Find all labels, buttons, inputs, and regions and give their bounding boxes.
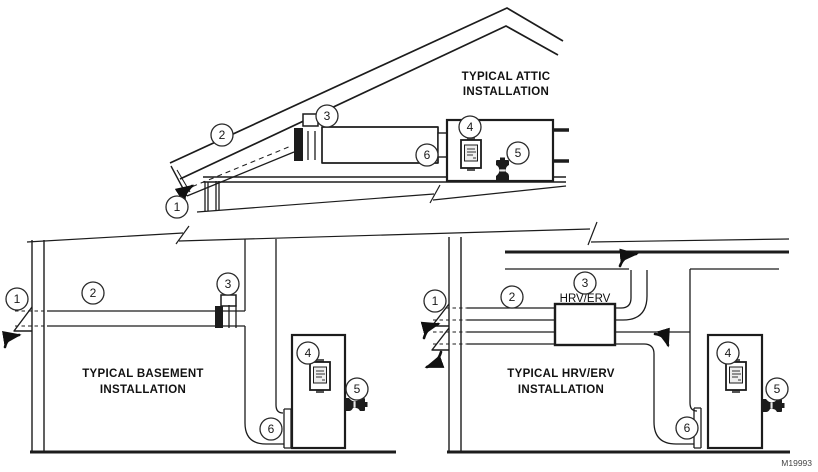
svg-text:6: 6: [424, 148, 431, 162]
hrv-title-line2: INSTALLATION: [518, 384, 604, 396]
attic-air-handler-duct-stubs: [553, 128, 569, 163]
hrv-callout-1: 1: [423, 289, 447, 313]
basement-callout-3: 3: [216, 272, 240, 296]
basement-return-drop-right: [275, 239, 284, 414]
attic-callout-2: 2: [210, 123, 234, 147]
figure-code: M19993: [781, 458, 812, 468]
basement-duct-coupling: [228, 305, 237, 328]
svg-text:3: 3: [324, 109, 331, 123]
hrv-intake-airflow-arrow: [420, 321, 441, 340]
hrv-ceiling-airflow-arrow: [618, 248, 639, 268]
svg-text:5: 5: [515, 146, 522, 160]
svg-text:6: 6: [268, 422, 275, 436]
attic-intake-end-cap: [170, 165, 188, 197]
hrv-exhaust-airflow-arrow: [424, 350, 445, 369]
attic-callout-4: 4: [458, 115, 482, 139]
ceiling-break-seg2: [178, 228, 591, 242]
hrv-callout-6: 6: [675, 416, 699, 440]
svg-text:3: 3: [582, 276, 589, 290]
hrv-updut-inner: [615, 270, 632, 309]
attic-title-line2: INSTALLATION: [463, 86, 549, 98]
ceiling-break-band: [26, 221, 790, 246]
basement-callout-1: 1: [5, 287, 29, 311]
svg-text:3: 3: [225, 277, 232, 291]
attic-damper-blade: [294, 128, 303, 161]
attic-ventilation-controller: [460, 136, 482, 172]
svg-text:4: 4: [725, 346, 732, 360]
basement-return-drop-left-elbow: [244, 326, 284, 445]
attic-floor-break-jog: [429, 184, 441, 204]
basement-airflow-arrow: [1, 330, 22, 349]
attic-floor-break-line-left: [196, 193, 435, 213]
hrv-outdoor-air-valve: [761, 399, 785, 412]
basement-callout-2: 2: [81, 281, 105, 305]
basement-furnace-collar: [283, 408, 292, 449]
attic-eave-studs: [204, 181, 220, 211]
svg-text:2: 2: [219, 128, 226, 142]
basement-fresh-air-duct: [47, 310, 245, 327]
hrv-return-chase: [689, 269, 698, 412]
basement-damper-motor: [220, 294, 237, 307]
hrv-supply-duct-lower-elbow: [615, 343, 694, 445]
svg-text:4: 4: [467, 120, 474, 134]
hrv-callout-3: 3: [573, 271, 597, 295]
attic-floor-break-line-right: [432, 185, 567, 201]
attic-roof-inner-line: [179, 25, 559, 180]
svg-text:2: 2: [90, 286, 97, 300]
attic-duct-collar: [437, 132, 448, 158]
basement-ventilation-controller: [309, 358, 331, 394]
hrv-unit-label: HRV/ERV: [560, 293, 611, 305]
svg-text:6: 6: [684, 421, 691, 435]
attic-callout-5: 5: [506, 141, 530, 165]
svg-text:4: 4: [305, 346, 312, 360]
hrv-callout-5: 5: [765, 377, 789, 401]
attic-callout-1: 1: [165, 195, 189, 219]
basement-exterior-wall: [31, 240, 45, 453]
attic-roof-duct-insulation-dash: [183, 145, 292, 191]
hrv-unit: [553, 302, 617, 347]
hrv-supply-airflow-arrow: [653, 327, 670, 348]
ceiling-break-seg3: [590, 238, 790, 243]
svg-text:2: 2: [509, 290, 516, 304]
attic-roof-duct-lower-edge: [186, 151, 295, 197]
attic-section: TYPICAL ATTIC INSTALLATION 1 2 3 4 5 6: [165, 7, 569, 219]
ceiling-break-seg1: [26, 232, 184, 243]
basement-title-line2: INSTALLATION: [100, 384, 186, 396]
svg-text:1: 1: [174, 200, 181, 214]
basement-wall-penetration-dashes: [15, 310, 47, 327]
attic-callout-6: 6: [415, 143, 439, 167]
hrv-title-line1: TYPICAL HRV/ERV: [507, 368, 614, 380]
svg-text:5: 5: [774, 382, 781, 396]
attic-title-line1: TYPICAL ATTIC: [462, 71, 551, 83]
basement-damper-blade: [215, 306, 223, 328]
hrv-outdoor-ducts: [467, 307, 555, 345]
ceiling-break-jog2: [587, 221, 598, 246]
hrv-callout-2: 2: [500, 285, 524, 309]
basement-callout-5: 5: [345, 377, 369, 401]
hrv-updut-outer: [615, 270, 648, 321]
attic-roof-outer-line: [169, 7, 564, 164]
attic-callout-3: 3: [315, 104, 339, 128]
basement-callout-4: 4: [296, 341, 320, 365]
svg-text:5: 5: [354, 382, 361, 396]
hrv-callout-4: 4: [716, 341, 740, 365]
basement-section: TYPICAL BASEMENT INSTALLATION 1 2 3 4 5 …: [1, 239, 396, 454]
hrv-exhaust-hood: [431, 327, 450, 351]
svg-text:1: 1: [14, 292, 21, 306]
basement-callout-6: 6: [259, 417, 283, 441]
attic-duct-coupling: [307, 131, 316, 160]
hrv-section: HRV/ERV TYPICAL HRV/ERV INSTALLATION 1 2…: [420, 237, 790, 454]
svg-text:1: 1: [432, 294, 439, 308]
basement-title-line1: TYPICAL BASEMENT: [82, 368, 204, 380]
ceiling-break-jog1: [175, 225, 190, 245]
